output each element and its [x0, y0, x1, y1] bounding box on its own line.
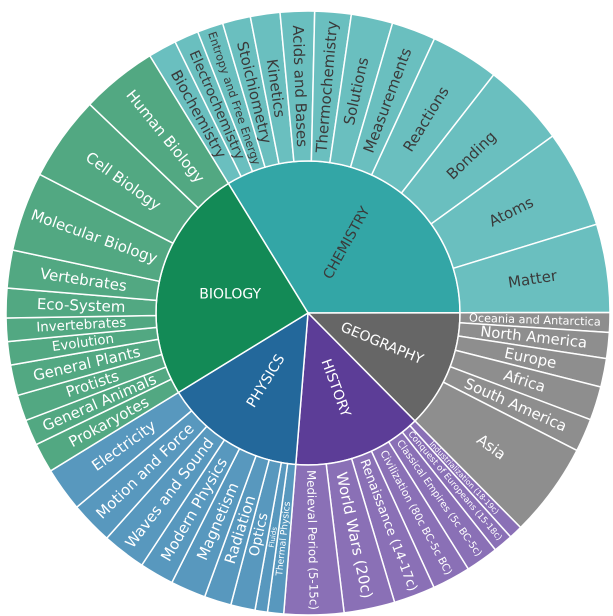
label-acids-and-bases: Acids and Bases — [289, 25, 311, 148]
label-biology: BIOLOGY — [199, 286, 261, 302]
label-medieval-period-5-15c: Medieval Period (5-15c) — [304, 470, 321, 610]
label-fluids: Fluids — [267, 526, 279, 548]
label-invertebrates: Invertebrates — [36, 316, 127, 336]
label-eco-system: Eco-System — [37, 295, 126, 316]
sector-human-biology[interactable] — [88, 54, 230, 210]
label-oceania-and-antarctica: Oceania and Antarctica — [469, 312, 601, 329]
